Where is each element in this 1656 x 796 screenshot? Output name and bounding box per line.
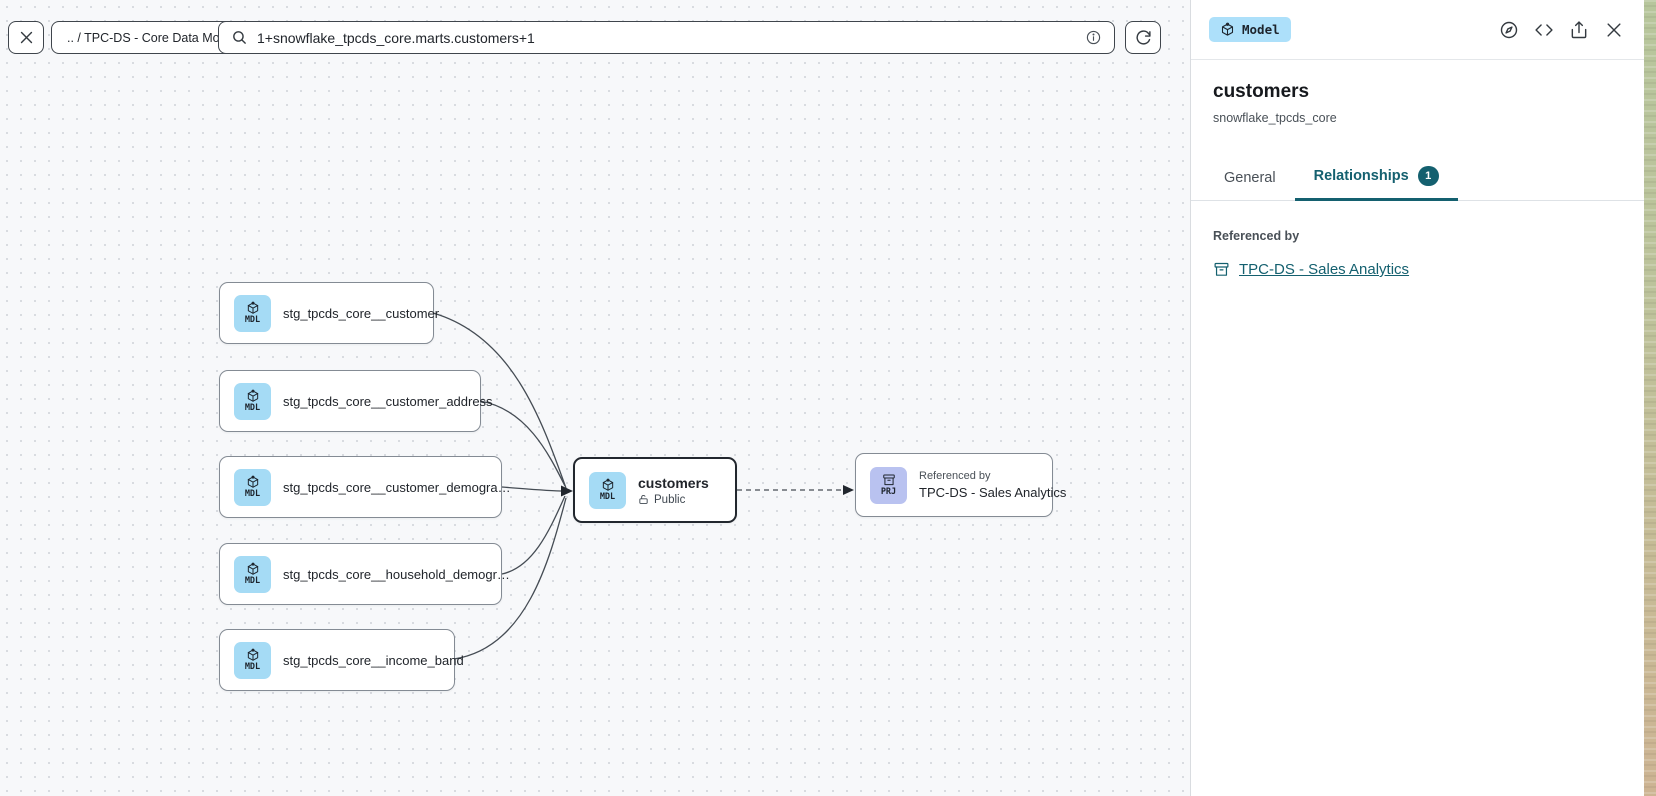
project-node-badge: PRJ (870, 466, 907, 504)
close-icon (20, 31, 32, 44)
edge-customer-demographics (501, 486, 565, 492)
share-icon[interactable] (1569, 20, 1589, 40)
desktop-background-strip (1644, 0, 1656, 796)
relationships-count-badge: 1 (1417, 166, 1439, 186)
relationships-tab-content: Referenced by TPC-DS - Sales Analytics (1191, 201, 1644, 283)
node-badge-label: PRJ (880, 487, 897, 498)
referenced-by-label: Referenced by (1213, 229, 1300, 243)
model-node-badge: MDL (234, 468, 271, 506)
panel-title: customers (1213, 81, 1310, 102)
cube-icon (247, 301, 258, 314)
cube-icon (247, 475, 258, 488)
archive-icon (882, 474, 895, 486)
node-label: stg_tpcds_core__household_demogr… (283, 566, 510, 582)
explore-compass-icon[interactable] (1499, 20, 1519, 40)
refresh-button[interactable] (1125, 21, 1161, 54)
node-label: TPC-DS - Sales Analytics (919, 485, 1067, 500)
edge-income-band (453, 497, 567, 660)
panel-tabs: General Relationships 1 (1191, 156, 1644, 201)
node-label: stg_tpcds_core__customer (283, 305, 440, 321)
panel-actions (1499, 20, 1624, 40)
edge-customer (432, 312, 567, 489)
model-node-badge: MDL (234, 382, 271, 420)
node-badge-label: MDL (244, 403, 261, 414)
close-lineage-button[interactable] (8, 21, 44, 54)
lineage-node-stg-tpcds-core-household-demographics[interactable]: MDL stg_tpcds_core__household_demogr… (219, 543, 510, 605)
node-label: stg_tpcds_core__customer_address (283, 393, 493, 409)
details-panel: Model customers snowflake_tpcds_core Gen… (1191, 0, 1644, 796)
search-input[interactable] (257, 29, 1076, 46)
edge-customer-address (479, 400, 566, 487)
cube-icon (247, 648, 258, 661)
lineage-node-stg-tpcds-core-customer-demographics[interactable]: MDL stg_tpcds_core__customer_demogra… (219, 456, 511, 518)
edge-household-demographics (501, 495, 566, 575)
cube-icon (247, 562, 258, 575)
lineage-node-stg-tpcds-core-income-band[interactable]: MDL stg_tpcds_core__income_band (219, 629, 464, 691)
model-node-badge: MDL (234, 555, 271, 593)
lineage-node-stg-tpcds-core-customer[interactable]: MDL stg_tpcds_core__customer (219, 282, 439, 344)
code-icon[interactable] (1534, 20, 1554, 40)
arrowhead-into-customers (561, 485, 573, 497)
node-badge-label: MDL (244, 662, 261, 673)
node-label: customers (638, 474, 709, 491)
model-node-badge: MDL (589, 471, 626, 509)
type-badge-label: Model (1242, 22, 1280, 37)
node-visibility: Public (638, 494, 709, 506)
node-badge-label: MDL (244, 576, 261, 587)
node-kicker: Referenced by (919, 470, 991, 482)
search-box (218, 21, 1115, 54)
lineage-edges (432, 312, 854, 660)
panel-header: Model (1191, 0, 1644, 60)
tab-general[interactable]: General (1224, 169, 1276, 186)
referenced-project-link-label: TPC-DS - Sales Analytics (1239, 261, 1410, 278)
cube-icon (1221, 22, 1234, 36)
tab-relationships[interactable]: Relationships 1 (1294, 156, 1458, 201)
model-node-badge: MDL (234, 294, 271, 332)
archive-icon (1214, 262, 1229, 276)
lineage-node-referenced-project[interactable]: PRJ Referenced by TPC-DS - Sales Analyti… (855, 453, 1066, 517)
panel-title-block: customers snowflake_tpcds_core (1191, 60, 1644, 125)
panel-subtitle: snowflake_tpcds_core (1213, 111, 1337, 125)
search-icon (233, 31, 246, 44)
node-label: stg_tpcds_core__customer_demogra… (283, 479, 511, 495)
info-icon[interactable] (1085, 29, 1102, 46)
cube-icon (247, 389, 258, 402)
lineage-node-stg-tpcds-core-customer-address[interactable]: MDL stg_tpcds_core__customer_address (219, 370, 493, 432)
close-panel-icon[interactable] (1604, 20, 1624, 40)
arrowhead-into-project (843, 485, 854, 495)
model-node-badge: MDL (234, 641, 271, 679)
unlock-icon (639, 494, 648, 504)
referenced-project-link[interactable]: TPC-DS - Sales Analytics (1213, 261, 1409, 278)
node-badge-label: MDL (244, 489, 261, 500)
tab-relationships-label: Relationships (1313, 168, 1409, 184)
lineage-canvas[interactable]: MDL stg_tpcds_core__customer MDL stg_tpc… (0, 0, 1191, 796)
lineage-node-customers-selected[interactable]: MDL customers Public (573, 457, 737, 523)
refresh-icon (1135, 30, 1151, 45)
node-label: stg_tpcds_core__income_band (283, 652, 464, 668)
node-badge-label: MDL (599, 492, 616, 503)
model-type-badge: Model (1209, 17, 1291, 42)
cube-icon (602, 478, 613, 491)
node-badge-label: MDL (244, 315, 261, 326)
